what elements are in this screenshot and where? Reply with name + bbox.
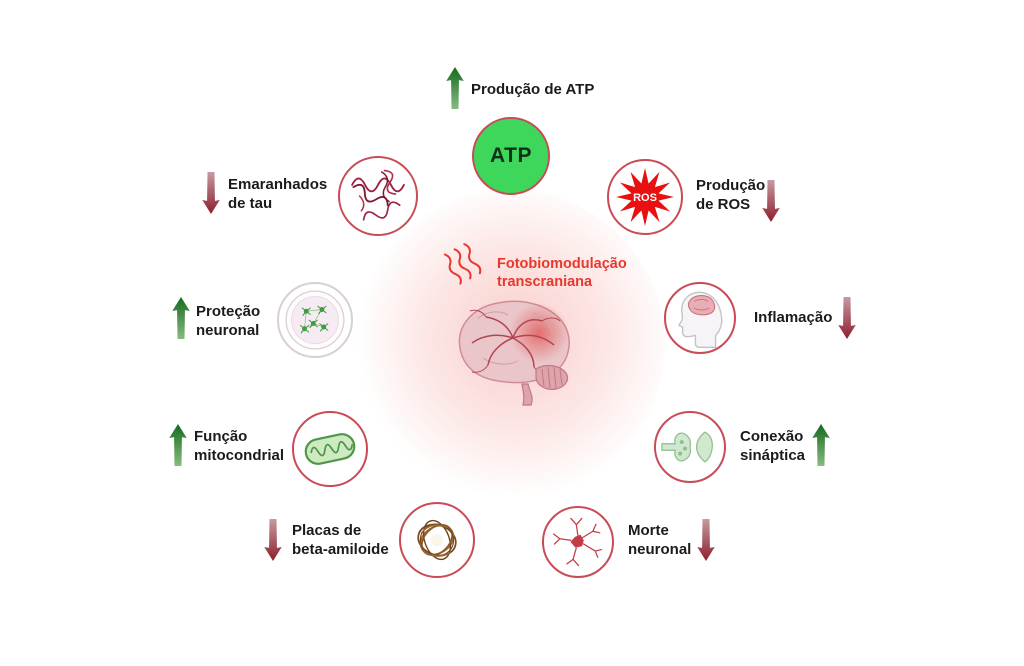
up-arrow-icon xyxy=(169,424,187,466)
down-arrow-icon xyxy=(697,519,715,561)
label-neuronal-death: Morte neuronal xyxy=(628,522,692,558)
up-arrow-icon xyxy=(172,297,190,339)
label-atp-production: Produção de ATP xyxy=(471,81,595,98)
ros-star: ROS xyxy=(616,168,674,226)
down-arrow-icon xyxy=(838,297,856,339)
neuron-icon xyxy=(542,506,614,578)
petri-dish xyxy=(285,290,345,350)
atp-molecule-icon: ATP xyxy=(472,117,550,195)
ros-icon-text: ROS xyxy=(633,192,657,204)
amyloid-plaque-icon xyxy=(399,502,475,578)
down-arrow-icon xyxy=(264,519,282,561)
label-inflammation: Inflamação xyxy=(754,309,833,326)
ros-starburst-icon: ROS xyxy=(607,159,683,235)
brain-illustration xyxy=(458,300,570,406)
head-brain-icon xyxy=(664,282,736,354)
amyloid-tangle xyxy=(417,519,457,561)
down-arrow-icon xyxy=(202,172,220,214)
head-profile xyxy=(677,291,723,349)
up-arrow-icon xyxy=(812,424,830,466)
label-neuronal-protection: Proteção neuronal xyxy=(196,303,261,339)
petri-dish-neurons-icon xyxy=(277,282,353,358)
down-arrow-icon xyxy=(762,180,780,222)
synapse-icon xyxy=(654,411,726,483)
label-beta-amyloid-plaques: Placas de beta-amiloide xyxy=(292,522,389,558)
label-tau-tangles: Emaranhados de tau xyxy=(228,176,328,212)
light-waves-icon xyxy=(443,243,482,285)
label-mitochondrial-function: Função mitocondrial xyxy=(194,428,285,464)
mitochondria-shape xyxy=(304,433,356,465)
synapse-shapes xyxy=(661,431,713,463)
tau-tangle-shape xyxy=(351,169,405,221)
tau-tangles-icon xyxy=(338,156,418,236)
center-title: Fotobiomodulação transcraniana xyxy=(497,256,627,291)
label-synaptic-connection: Conexão sináptica xyxy=(740,428,806,464)
mitochondria-icon xyxy=(292,411,368,487)
up-arrow-icon xyxy=(446,67,464,109)
label-ros-production: Produção de ROS xyxy=(696,177,766,213)
atp-icon-text: ATP xyxy=(490,144,532,167)
neuron-shape xyxy=(552,517,603,567)
